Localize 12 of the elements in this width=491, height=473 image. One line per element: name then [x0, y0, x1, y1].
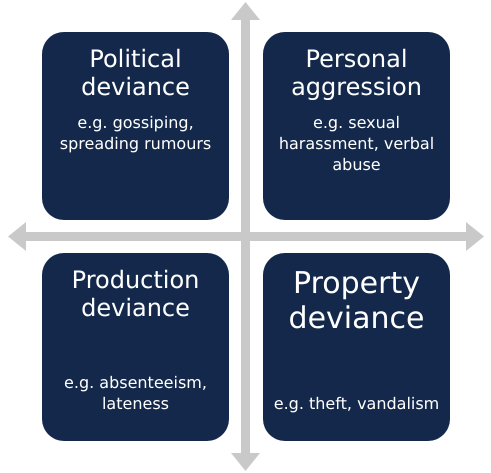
- card-heading: Personal aggression: [290, 46, 423, 102]
- card-example-text: e.g. gossiping, spreading rumours: [58, 113, 212, 155]
- card-example-text: e.g. sexual harassment, verbal abuse: [278, 113, 436, 176]
- card-heading: Property deviance: [288, 267, 426, 336]
- category-card: [263, 253, 450, 441]
- category-card: [263, 32, 450, 220]
- card-example-text: e.g. absenteeism, lateness: [63, 373, 208, 415]
- category-card: [42, 253, 229, 441]
- card-heading: Production deviance: [70, 267, 200, 322]
- card-heading: Political deviance: [80, 46, 191, 102]
- card-example-text: e.g. theft, vandalism: [274, 394, 440, 415]
- category-card: [42, 32, 229, 220]
